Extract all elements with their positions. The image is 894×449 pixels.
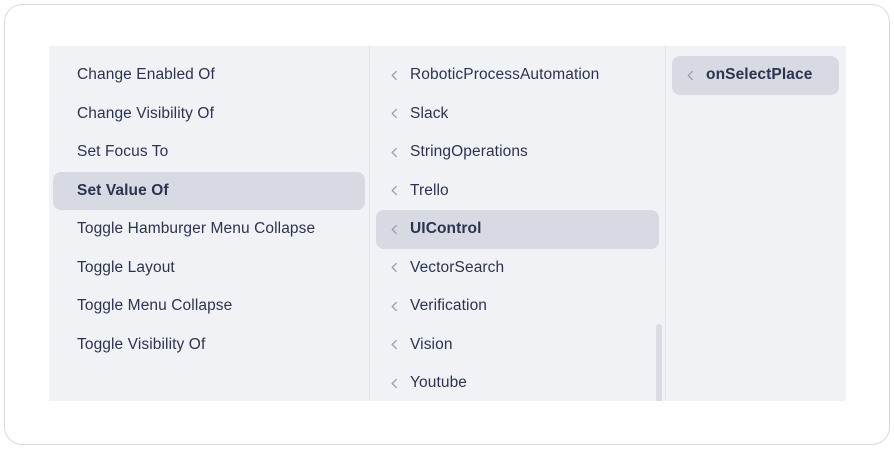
- chevron-left-icon: [388, 261, 401, 274]
- menu-item-set-value-of[interactable]: Set Value Of: [53, 171, 365, 210]
- chevron-left-icon: [388, 146, 401, 159]
- menu-item-vision[interactable]: Vision: [376, 326, 659, 365]
- menu-item-label: Set Focus To: [77, 143, 169, 161]
- modules-scrollbar[interactable]: [656, 56, 662, 401]
- menu-item-slack[interactable]: Slack: [376, 95, 659, 134]
- menu-item-youtube[interactable]: Youtube: [376, 364, 659, 401]
- menu-item-label: Vision: [410, 335, 453, 353]
- menu-item-toggle-layout[interactable]: Toggle Layout: [53, 249, 365, 288]
- menu-item-roboticprocessautomation[interactable]: RoboticProcessAutomation: [376, 56, 659, 95]
- cascading-menu-panel: Change Enabled Of Change Visibility Of S…: [49, 46, 846, 401]
- menu-column-modules: RoboticProcessAutomation Slack StringOpe…: [369, 46, 665, 401]
- menu-item-label: Set Value Of: [77, 181, 169, 199]
- menu-item-label: VectorSearch: [410, 258, 505, 276]
- menu-item-change-enabled-of[interactable]: Change Enabled Of: [53, 56, 365, 95]
- chevron-left-icon: [388, 338, 401, 351]
- chevron-left-icon: [684, 69, 697, 82]
- menu-item-label: UIControl: [410, 220, 482, 238]
- menu-item-vectorsearch[interactable]: VectorSearch: [376, 249, 659, 288]
- menu-item-change-visibility-of[interactable]: Change Visibility Of: [53, 95, 365, 134]
- menu-item-label: Slack: [410, 104, 449, 122]
- menu-item-label: RoboticProcessAutomation: [410, 66, 600, 84]
- menu-column-events: onSelectPlace: [665, 46, 845, 401]
- menu-item-label: Change Enabled Of: [77, 66, 215, 84]
- menu-item-label: Change Visibility Of: [77, 104, 214, 122]
- menu-item-label: Toggle Menu Collapse: [77, 297, 233, 315]
- chevron-left-icon: [388, 377, 401, 390]
- menu-item-toggle-visibility-of[interactable]: Toggle Visibility Of: [53, 326, 365, 365]
- menu-item-uicontrol[interactable]: UIControl: [376, 210, 659, 249]
- menu-item-label: Trello: [410, 181, 449, 199]
- chevron-left-icon: [388, 107, 401, 120]
- menu-item-set-focus-to[interactable]: Set Focus To: [53, 133, 365, 172]
- app-window: Change Enabled Of Change Visibility Of S…: [4, 4, 890, 445]
- menu-item-toggle-menu-collapse[interactable]: Toggle Menu Collapse: [53, 287, 365, 326]
- menu-item-stringoperations[interactable]: StringOperations: [376, 133, 659, 172]
- chevron-left-icon: [388, 300, 401, 313]
- menu-item-label: onSelectPlace: [706, 66, 813, 84]
- menu-item-label: Toggle Layout: [77, 258, 175, 276]
- menu-item-toggle-hamburger-menu-collapse[interactable]: Toggle Hamburger Menu Collapse: [53, 210, 365, 249]
- modules-scrollbar-thumb[interactable]: [656, 324, 662, 401]
- menu-item-label: Toggle Visibility Of: [77, 335, 206, 353]
- menu-item-label: StringOperations: [410, 143, 528, 161]
- menu-item-onselectplace[interactable]: onSelectPlace: [672, 56, 839, 95]
- chevron-left-icon: [388, 184, 401, 197]
- menu-item-trello[interactable]: Trello: [376, 172, 659, 211]
- chevron-left-icon: [388, 69, 401, 82]
- menu-item-verification[interactable]: Verification: [376, 287, 659, 326]
- menu-item-label: Verification: [410, 297, 488, 315]
- menu-column-actions: Change Enabled Of Change Visibility Of S…: [49, 46, 369, 401]
- menu-item-label: Toggle Hamburger Menu Collapse: [77, 220, 316, 238]
- menu-item-label: Youtube: [410, 374, 468, 392]
- chevron-left-icon: [388, 223, 401, 236]
